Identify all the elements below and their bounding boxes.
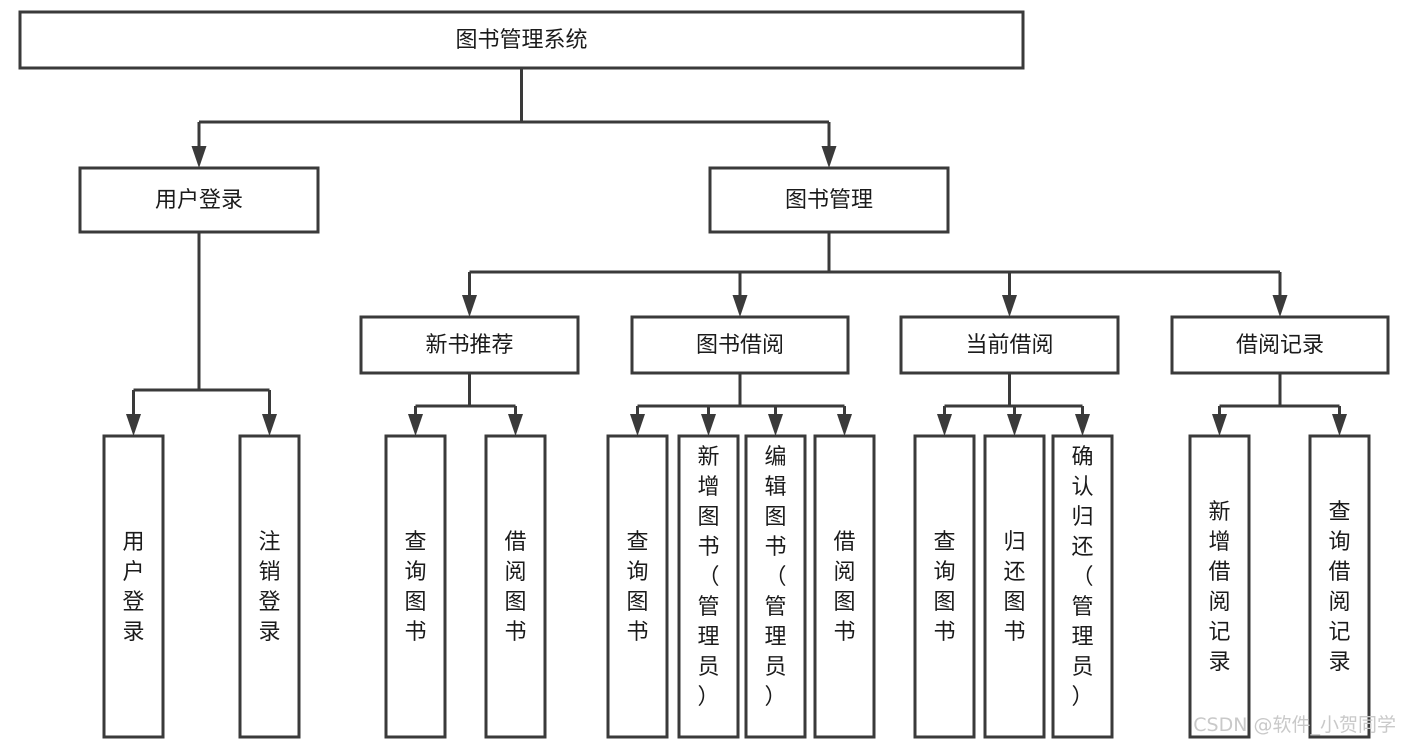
node-label-leaf-borrow-book: 借阅图书 — [833, 530, 855, 645]
node-label-leaf-user-login: 用户登录 — [122, 530, 144, 645]
node-leaf-user-login[interactable]: 用户登录 — [102, 434, 165, 739]
node-box-root[interactable] — [18, 10, 1025, 70]
node-leaf-add-book[interactable]: 新增图书（管理员） — [677, 434, 740, 739]
node-book-borrow[interactable]: 图书借阅 — [630, 315, 850, 375]
node-label-leaf-query-book-rec: 查询图书 — [404, 530, 426, 645]
node-box-leaf-confirm-return[interactable] — [1051, 434, 1114, 739]
node-label-leaf-edit-book: 编辑图书（管理员） — [764, 445, 786, 710]
connector-layer — [126, 68, 1347, 436]
node-box-book-borrow[interactable] — [630, 315, 850, 375]
node-box-leaf-edit-book[interactable] — [744, 434, 807, 739]
node-leaf-query-record[interactable]: 查询借阅记录 — [1308, 434, 1371, 739]
node-box-leaf-query-book-rec[interactable] — [384, 434, 447, 739]
node-borrow-record[interactable]: 借阅记录 — [1170, 315, 1390, 375]
node-label-leaf-borrow-book-rec: 借阅图书 — [504, 530, 526, 645]
connector-book-manage — [462, 232, 1288, 317]
node-label-leaf-add-record: 新增借阅记录 — [1208, 500, 1230, 675]
node-box-borrow-record[interactable] — [1170, 315, 1390, 375]
node-leaf-query-book-current[interactable]: 查询图书 — [913, 434, 976, 739]
node-box-leaf-borrow-book-rec[interactable] — [484, 434, 547, 739]
node-leaf-query-book-borrow[interactable]: 查询图书 — [606, 434, 669, 739]
node-leaf-add-record[interactable]: 新增借阅记录 — [1188, 434, 1251, 739]
node-label-book-manage: 图书管理 — [785, 188, 873, 213]
node-label-borrow-record: 借阅记录 — [1236, 333, 1324, 358]
node-box-leaf-query-book-current[interactable] — [913, 434, 976, 739]
node-new-book-recommend[interactable]: 新书推荐 — [359, 315, 580, 375]
node-box-leaf-logout[interactable] — [238, 434, 301, 739]
node-label-leaf-return-book: 归还图书 — [1003, 530, 1025, 645]
node-label-leaf-query-book-current: 查询图书 — [933, 530, 955, 645]
node-label-book-borrow: 图书借阅 — [696, 333, 784, 358]
node-box-leaf-borrow-book[interactable] — [813, 434, 876, 739]
node-label-new-book-recommend: 新书推荐 — [425, 333, 513, 358]
node-leaf-logout[interactable]: 注销登录 — [238, 434, 301, 739]
connector-current-borrow — [937, 373, 1090, 436]
node-label-leaf-confirm-return: 确认归还（管理员） — [1071, 445, 1093, 710]
node-label-user-login: 用户登录 — [155, 188, 243, 213]
node-box-new-book-recommend[interactable] — [359, 315, 580, 375]
connector-root — [191, 68, 837, 168]
node-label-leaf-logout: 注销登录 — [258, 530, 280, 645]
node-current-borrow[interactable]: 当前借阅 — [899, 315, 1120, 375]
node-box-leaf-query-record[interactable] — [1308, 434, 1371, 739]
node-label-current-borrow: 当前借阅 — [965, 333, 1053, 358]
node-box-user-login[interactable] — [78, 166, 320, 234]
connector-user-login — [126, 232, 277, 436]
node-box-leaf-user-login[interactable] — [102, 434, 165, 739]
node-box-current-borrow[interactable] — [899, 315, 1120, 375]
connector-borrow-record — [1212, 373, 1347, 436]
node-label-leaf-query-record: 查询借阅记录 — [1328, 500, 1350, 675]
node-box-leaf-add-book[interactable] — [677, 434, 740, 739]
node-box-leaf-query-book-borrow[interactable] — [606, 434, 669, 739]
connector-new-book-recommend — [408, 373, 523, 436]
csdn-watermark: CSDN @软件_小贺同学 — [1193, 714, 1396, 736]
node-leaf-borrow-book[interactable]: 借阅图书 — [813, 434, 876, 739]
node-book-manage[interactable]: 图书管理 — [708, 166, 950, 234]
node-root[interactable]: 图书管理系统 — [18, 10, 1025, 70]
node-label-leaf-add-book: 新增图书（管理员） — [697, 445, 719, 710]
node-leaf-confirm-return[interactable]: 确认归还（管理员） — [1051, 434, 1114, 739]
node-label-leaf-query-book-borrow: 查询图书 — [626, 530, 648, 645]
node-layer: 图书管理系统用户登录图书管理新书推荐图书借阅当前借阅借阅记录用户登录注销登录查询… — [18, 10, 1390, 739]
node-box-leaf-return-book[interactable] — [983, 434, 1046, 739]
node-box-book-manage[interactable] — [708, 166, 950, 234]
node-label-root: 图书管理系统 — [455, 28, 587, 53]
connector-book-borrow — [630, 373, 852, 436]
node-leaf-edit-book[interactable]: 编辑图书（管理员） — [744, 434, 807, 739]
node-user-login[interactable]: 用户登录 — [78, 166, 320, 234]
node-leaf-return-book[interactable]: 归还图书 — [983, 434, 1046, 739]
node-leaf-query-book-rec[interactable]: 查询图书 — [384, 434, 447, 739]
node-box-leaf-add-record[interactable] — [1188, 434, 1251, 739]
node-leaf-borrow-book-rec[interactable]: 借阅图书 — [484, 434, 547, 739]
